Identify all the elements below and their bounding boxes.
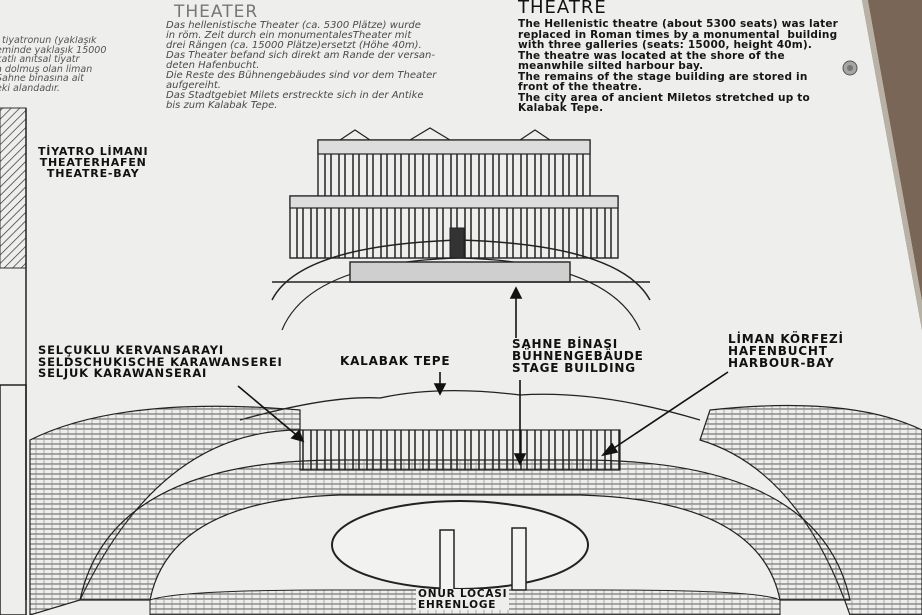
map-hatched-block [0,107,27,269]
english-text-block: The Hellenistic theatre (about 5300 seat… [518,19,838,114]
turkish-line: katlı anıtsal tiyatr [0,54,80,65]
label-theatre-bay: TİYATRO LİMANI THEATERHAFEN THEATRE-BAY [38,145,149,180]
stage-platform [349,261,571,283]
german-line: aufgereiht. [166,80,221,91]
turkish-text-fragment: tiyatronun (yaklaşık eminde yaklaşık 150… [0,36,146,93]
arrow-harbour [607,371,729,453]
arrow-caravanserai [237,385,301,439]
title-german: THEATER [174,2,259,22]
central-door [449,227,465,259]
cavea-seating [79,459,851,601]
german-line: Das Stadtgebiet Milets erstreckte sich i… [166,90,424,101]
kalabak-hill [239,390,701,421]
left-map-fragment [0,107,27,615]
english-line: meanwhile silted harbour bay. [518,60,704,72]
ground-background [868,0,922,300]
german-line: in röm. Zeit durch ein monumentalesTheat… [166,30,412,41]
label-stage-building: SAHNE BİNASI BÜHNENGEBÄUDE STAGE BUILDIN… [512,337,644,375]
turkish-line: a dolmuş olan liman [0,63,93,75]
board-shadow-edge [862,0,922,330]
turkish-line: tiyatronun (yaklaşık [2,36,97,46]
turkish-line: eki alandadır. [0,82,60,93]
orchestra [331,500,589,590]
german-line: Das Theater befand sich direkt am Rande … [166,50,435,61]
english-line: The city area of ancient Miletos stretch… [518,91,810,104]
title-english: THEATRE [518,0,607,18]
turkish-line: eminde yaklaşık 15000 [0,44,107,56]
english-line: The remains of the stage building are st… [518,70,808,83]
german-text-block: Das hellenistische Theater (ca. 5300 Plä… [166,21,436,111]
german-line: Die Reste des Bühnengebäudes sind vor de… [166,70,437,81]
stage-building-reconstruction [271,127,651,331]
label-caravanserai: SELÇUKLU KERVANSARAYI SELDSCHUKISCHE KAR… [38,343,283,380]
stage-ruins [299,429,621,471]
theatre-panorama [29,390,922,615]
label-honour-box: ONUR LOCASI EHRENLOGE [416,588,510,611]
english-line: The Hellenistic theatre (about 5300 seat… [518,18,839,30]
english-line: Kalabak Tepe. [518,102,604,114]
german-line: bis zum Kalabak Tepe. [166,100,278,111]
german-line: Das hellenistische Theater (ca. 5300 Plä… [166,20,421,31]
pointer-arrows [237,286,729,466]
german-line: drei Rängen (ca. 15000 Plätze)ersetzt (H… [166,40,422,51]
english-line: front of the theatre. [518,81,643,93]
english-line: with three galleries (seats: 15000, heig… [518,39,813,51]
english-line: replaced in Roman times by a monumental … [518,28,838,41]
map-box [0,384,27,615]
german-line: deten Hafenbucht. [166,60,260,71]
label-harbour-bay: LİMAN KÖRFEZİ HAFENBUCHT HARBOUR-BAY [728,332,844,370]
english-line: The theatre was located at the shore of … [518,49,785,62]
turkish-line: Sahne binasına ait [0,73,84,84]
label-kalabak-tepe: KALABAK TEPE [340,354,451,368]
